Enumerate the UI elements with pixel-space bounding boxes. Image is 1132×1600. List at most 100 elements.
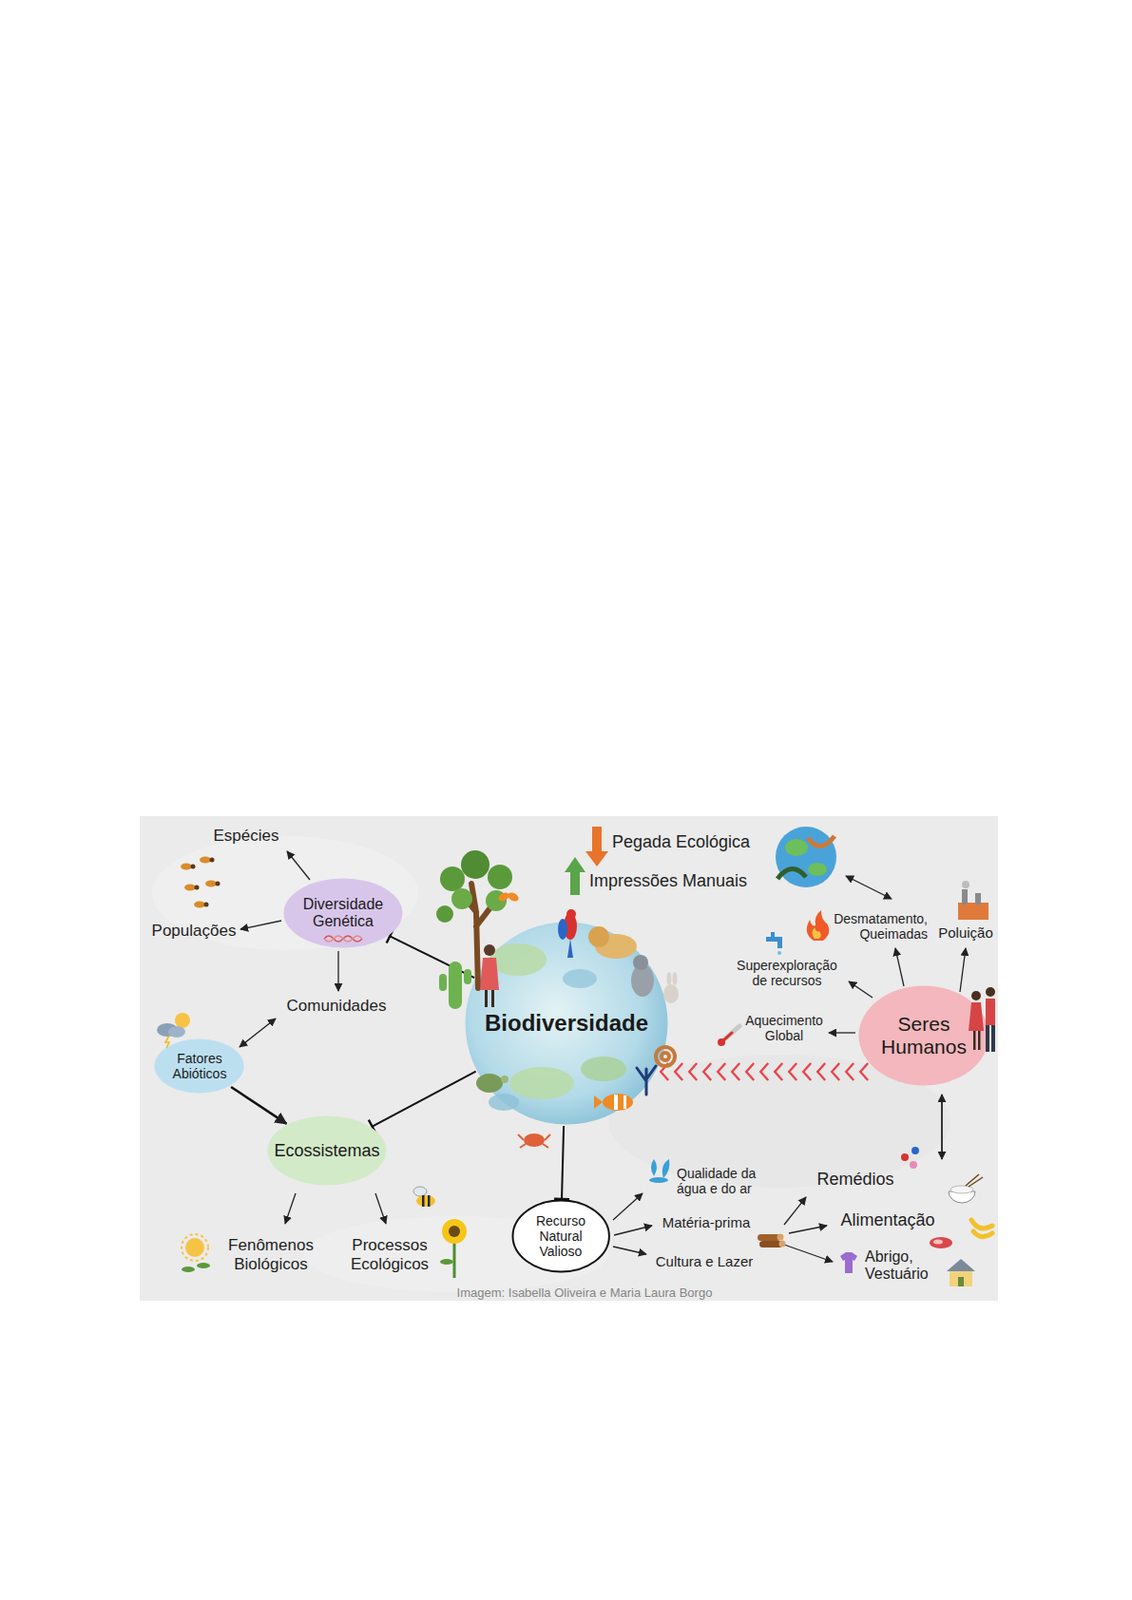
chevron [845, 1063, 854, 1081]
genetic-diversity-ellipse-outline [283, 879, 403, 949]
connector [660, 1063, 868, 1081]
people-icon-part [985, 1025, 990, 1053]
globe-land [488, 943, 627, 1112]
resource-circle: Recurso Natural Valioso [511, 1199, 611, 1274]
leader-arrows-part [959, 948, 966, 993]
sunflower-part [440, 1259, 454, 1266]
lion-part [588, 926, 610, 948]
annotation-label: Espécies [213, 826, 280, 846]
dna-icon [324, 936, 363, 942]
water-icon [649, 1159, 670, 1184]
bee [413, 1187, 436, 1208]
water-icon-part [651, 1159, 657, 1177]
biodiversity-globe-outline [465, 922, 669, 1126]
leader-arrows-part [848, 981, 873, 998]
panel-part [139, 816, 998, 1302]
leader-arrows-part [940, 1094, 943, 1160]
faucet-icon-part [777, 937, 783, 949]
rabbit [663, 972, 679, 1004]
logs-icon-part [779, 1241, 787, 1248]
factory-icon-part [961, 881, 970, 889]
macaw [557, 909, 577, 959]
leader-arrows [239, 851, 966, 1263]
person-part [479, 958, 499, 991]
coral [636, 1066, 656, 1095]
population-icon-part [194, 885, 200, 891]
node-text-box: Seres Humanos [871, 1013, 977, 1059]
handprint-arrow-part [564, 857, 586, 873]
fish [594, 1093, 634, 1112]
sun-icon-part [185, 1238, 205, 1258]
factory-icon-part [975, 893, 981, 905]
rabbit-part [672, 972, 678, 986]
chevron [689, 1063, 697, 1081]
house-icon-part [958, 1277, 964, 1287]
thermometer-icon-part [722, 1026, 740, 1042]
snake [655, 1047, 675, 1067]
water-icon-part [649, 1177, 669, 1184]
annotation-label: Processos Ecológicos [342, 1236, 438, 1274]
chevron [774, 1063, 783, 1081]
butterfly-part [506, 891, 520, 904]
population-icon-part [204, 902, 210, 908]
node-text-box: Diversidade Genética [295, 896, 391, 932]
sunflower [440, 1219, 467, 1279]
population-icon-part [191, 864, 196, 870]
leader-arrows-part [337, 951, 339, 992]
monkey [631, 955, 654, 998]
shirt-icon [840, 1252, 858, 1274]
bee-part [413, 1187, 427, 1197]
leader-arrows-part [845, 876, 892, 900]
fire-icon-part [806, 910, 829, 941]
house-icon-part [946, 1259, 976, 1272]
annotation-label: Desmatamento, Queimadas [823, 911, 928, 942]
humans-circle-outline [859, 986, 990, 1087]
population-icon-part [193, 901, 206, 909]
annotation-label: Superexploração de recursos [729, 958, 845, 989]
house-icon-part [949, 1271, 973, 1287]
turtle [476, 1074, 509, 1094]
population-icon-part [210, 858, 215, 864]
macaw-part [557, 919, 568, 941]
node-text-box: Recurso Natural Valioso [527, 1213, 595, 1260]
person-part [491, 990, 495, 1008]
factory-icon-part [958, 902, 989, 921]
tree [436, 850, 513, 989]
pills-icon-part [909, 1161, 918, 1170]
leader-arrows-part [240, 920, 282, 930]
annotation-label: Abrigo, Vestuário [864, 1248, 946, 1285]
logs-icon-part [759, 1241, 783, 1248]
chevron [831, 1063, 840, 1081]
rabbit-part [663, 984, 679, 1004]
sunflower-part [448, 1226, 461, 1238]
node-text-box: Ecossistemas [273, 1141, 380, 1162]
cactus-part [439, 974, 447, 992]
hands-globe-icon-part [807, 863, 827, 877]
crab-part [523, 1133, 545, 1148]
rabbit-part [667, 972, 672, 986]
leader-arrows-part [375, 1193, 386, 1225]
sunflower-part [441, 1219, 467, 1245]
chevron [803, 1063, 811, 1081]
annotation-label: Pegada Ecológica [612, 832, 750, 853]
people-icon-part [985, 998, 996, 1026]
people-icon-part [973, 1031, 977, 1051]
chevron [760, 1063, 768, 1081]
snake-part [655, 1047, 675, 1067]
globe-land-part [580, 1056, 627, 1082]
leader-arrows-part [613, 1226, 653, 1236]
leader-arrows-part [895, 948, 904, 987]
meat-icon [929, 1237, 953, 1249]
annotation-label: Aquecimento Global [740, 1013, 828, 1044]
pills-icon-part [911, 1147, 920, 1155]
people-icon-part [985, 987, 996, 998]
image-credit: Imagem: Isabella Oliveira e Maria Laura … [457, 1286, 713, 1302]
coral-part [636, 1066, 656, 1095]
pills-icon [901, 1147, 920, 1170]
connector [554, 1126, 570, 1200]
turtle-part [500, 1075, 509, 1084]
leader-arrows-part [285, 1193, 296, 1225]
globe-land-part [488, 1093, 519, 1112]
people-icon-part [968, 1002, 984, 1032]
